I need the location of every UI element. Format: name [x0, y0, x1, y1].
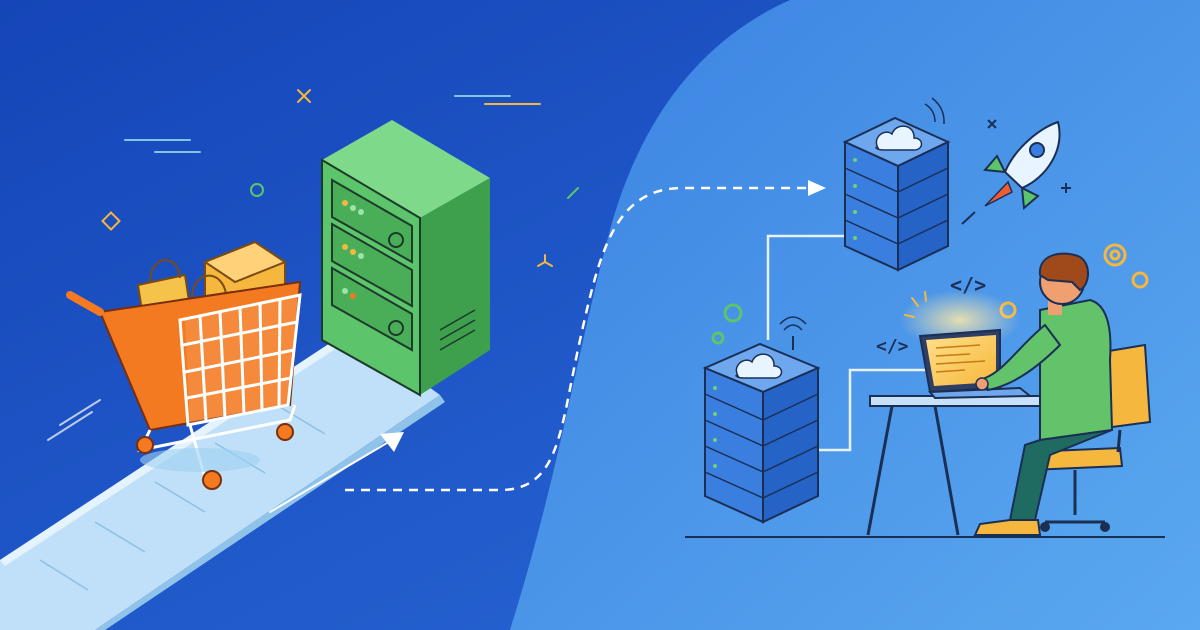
decor-left [101, 89, 579, 267]
code-badge-2: </> [876, 336, 909, 357]
network-lines [766, 234, 930, 452]
transfer-arrow [345, 180, 826, 492]
decor-right [987, 119, 1071, 193]
green-server [321, 120, 490, 397]
cloud-server-top [842, 97, 951, 272]
gear-icon [711, 303, 743, 345]
motion-lines [47, 399, 404, 513]
cloud-server-bottom [702, 316, 821, 524]
developer-desk [685, 252, 1165, 538]
rocket-icon [961, 120, 1061, 225]
shopping-cart [66, 240, 302, 490]
